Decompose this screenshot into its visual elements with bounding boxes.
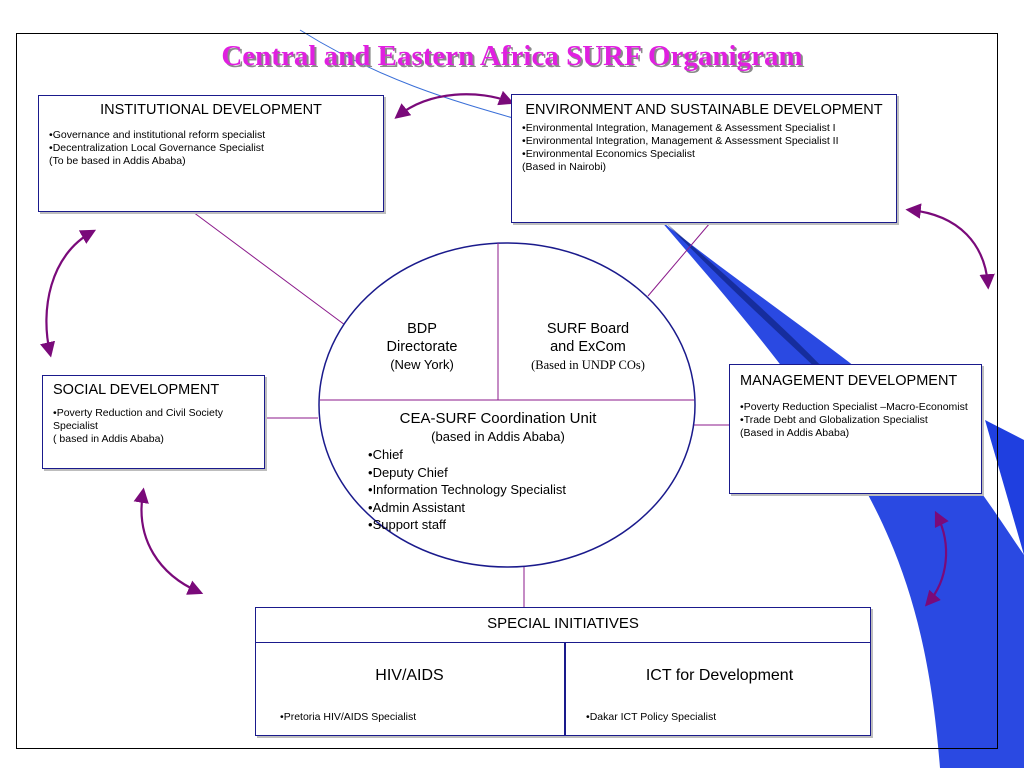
list-item: Environmental Integration, Management & … <box>522 122 886 135</box>
management-list: Poverty Reduction Specialist –Macro-Econ… <box>740 401 971 427</box>
list-item: Poverty Reduction Specialist –Macro-Econ… <box>740 401 971 414</box>
institutional-heading: INSTITUTIONAL DEVELOPMENT <box>100 102 322 118</box>
bdp-line1: BDP <box>407 321 437 337</box>
bdp-line2: Directorate <box>386 339 458 355</box>
double-arrow-right-upper-icon <box>905 203 995 290</box>
management-development-box: MANAGEMENT DEVELOPMENT Poverty Reduction… <box>729 364 982 494</box>
unit-staff-list: Chief Deputy Chief Information Technolog… <box>368 446 628 534</box>
list-item: Trade Debt and Globalization Specialist <box>740 414 971 427</box>
connector-environment <box>647 222 711 297</box>
environment-heading: ENVIRONMENT AND SUSTAINABLE DEVELOPMENT <box>525 102 883 118</box>
connector-institutional <box>192 211 346 326</box>
institutional-development-box: INSTITUTIONAL DEVELOPMENT Governance and… <box>38 95 384 212</box>
surf-location: (Based in UNDP COs) <box>531 358 645 372</box>
unit-location: (based in Addis Ababa) <box>431 429 565 444</box>
special-initiatives-heading: SPECIAL INITIATIVES <box>256 608 870 643</box>
list-item: Environmental Integration, Management & … <box>522 135 886 148</box>
special-initiatives-box: SPECIAL INITIATIVES HIV/AIDS Pretoria HI… <box>255 607 871 736</box>
ict-column: ICT for Development Dakar ICT Policy Spe… <box>566 643 873 735</box>
management-heading: MANAGEMENT DEVELOPMENT <box>740 373 958 389</box>
environment-list: Environmental Integration, Management & … <box>522 122 886 161</box>
institutional-note: (To be based in Addis Ababa) <box>49 155 186 167</box>
surf-line2: and ExCom <box>550 339 626 355</box>
bdp-location: (New York) <box>390 357 454 372</box>
ict-item: Dakar ICT Policy Specialist <box>586 711 716 723</box>
blue-edge-right <box>985 420 1024 555</box>
coordination-unit: CEA-SURF Coordination Unit (based in Add… <box>368 409 628 534</box>
social-heading: SOCIAL DEVELOPMENT <box>53 382 220 398</box>
double-arrow-left-lower-icon <box>133 487 204 595</box>
management-note: (Based in Addis Ababa) <box>740 427 850 439</box>
environment-note: (Based in Nairobi) <box>522 161 607 173</box>
social-development-box: SOCIAL DEVELOPMENT Poverty Reduction and… <box>42 375 265 469</box>
double-arrow-right-lower-icon <box>924 510 949 607</box>
list-item: Information Technology Specialist <box>368 481 628 499</box>
list-item: Deputy Chief <box>368 464 628 482</box>
social-list: Poverty Reduction and Civil Society Spec… <box>53 407 254 433</box>
hiv-aids-item: Pretoria HIV/AIDS Specialist <box>280 711 416 723</box>
list-item: Poverty Reduction and Civil Society Spec… <box>53 407 254 433</box>
double-arrow-top-icon <box>394 90 515 119</box>
special-column-divider <box>564 643 566 735</box>
list-item: Environmental Economics Specialist <box>522 148 886 161</box>
list-item: Decentralization Local Governance Specia… <box>49 142 373 155</box>
surf-line1: SURF Board <box>546 321 630 337</box>
institutional-list: Governance and institutional reform spec… <box>49 129 373 155</box>
list-item: Chief <box>368 446 628 464</box>
blue-swoosh-band <box>660 220 1024 768</box>
list-item: Support staff <box>368 516 628 534</box>
surf-board: SURF Board and ExCom (Based in UNDP COs) <box>512 320 664 374</box>
page-title: Central and Eastern Africa SURF Organigr… <box>221 40 803 72</box>
ict-heading: ICT for Development <box>645 667 794 684</box>
bdp-directorate: BDP Directorate (New York) <box>362 320 482 374</box>
list-item: Admin Assistant <box>368 499 628 517</box>
diagram-frame <box>16 33 998 749</box>
unit-heading: CEA-SURF Coordination Unit <box>399 410 597 427</box>
hiv-aids-heading: HIV/AIDS <box>375 667 444 684</box>
list-item: Governance and institutional reform spec… <box>49 129 373 142</box>
environment-development-box: ENVIRONMENT AND SUSTAINABLE DEVELOPMENT … <box>511 94 897 223</box>
double-arrow-left-upper-icon <box>40 229 97 358</box>
social-note: ( based in Addis Ababa) <box>53 433 164 445</box>
hiv-aids-column: HIV/AIDS Pretoria HIV/AIDS Specialist <box>256 643 563 735</box>
